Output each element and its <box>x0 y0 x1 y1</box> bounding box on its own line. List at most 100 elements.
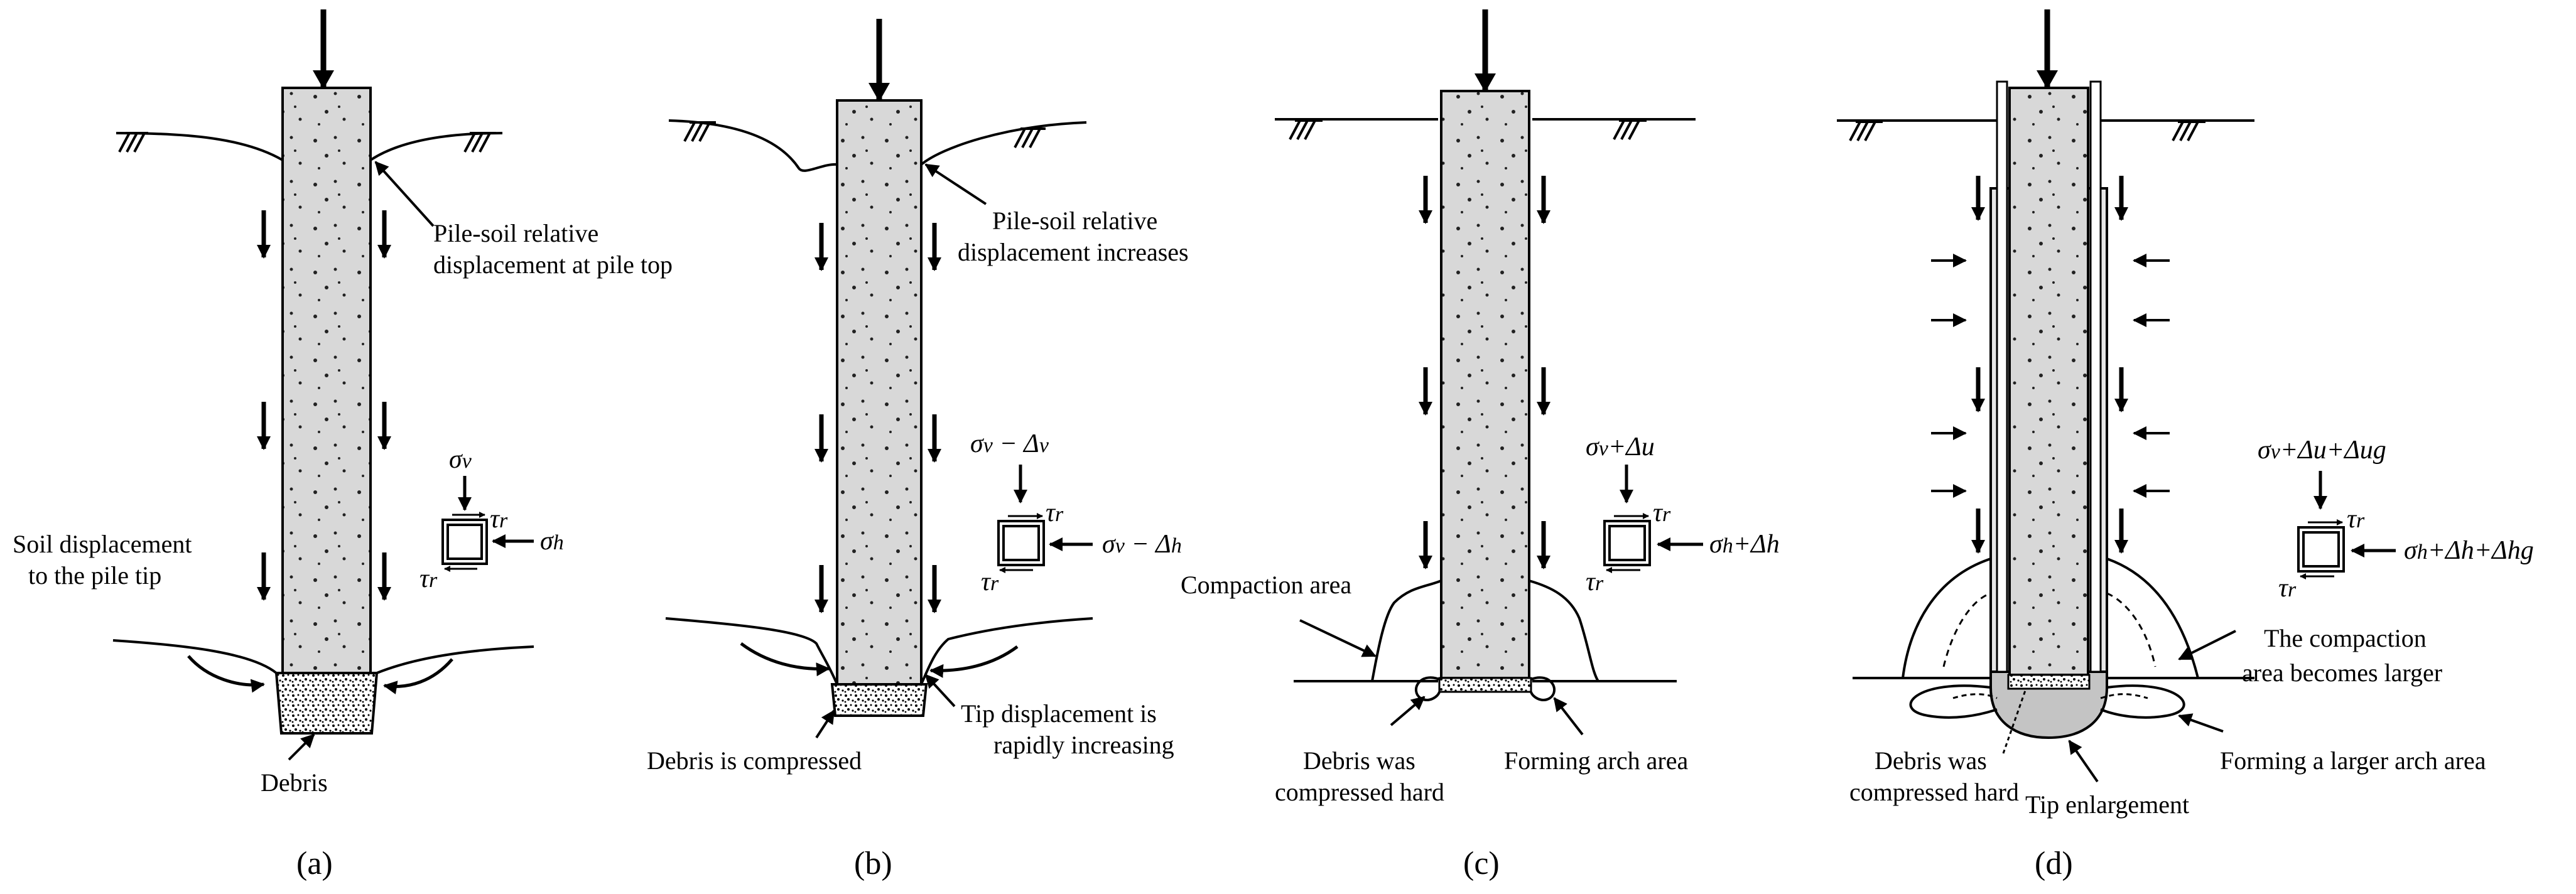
lateral-pressure-arrows-left <box>1931 254 1967 498</box>
tau-r-subscript: r <box>1055 503 1064 526</box>
caption-d: (d) <box>2035 846 2073 881</box>
label-tip: Tip enlargement <box>2025 790 2189 819</box>
soil-surface-bottom-right <box>920 617 1093 685</box>
label-tip-line1: Tip displacement is <box>961 699 1157 728</box>
sigma-h-symbol: σ <box>540 527 555 556</box>
svg-text:σv+Δu+Δug: σv+Δu+Δug <box>2258 436 2386 465</box>
svg-text:τr: τr <box>2278 574 2297 603</box>
pile <box>836 99 923 686</box>
label-debris: Debris <box>261 768 328 797</box>
ground-hatch-left <box>683 121 716 142</box>
tau-r-subscript-lower: r <box>1595 572 1604 595</box>
tau-r-symbol-lower: τ <box>981 568 992 596</box>
caption-c: (c) <box>1463 846 1500 881</box>
tau-r-subscript-lower: r <box>990 572 999 595</box>
tau-r-symbol-lower: τ <box>1586 568 1596 596</box>
svg-text:σh: σh <box>540 527 564 556</box>
label-compaction-line1: The compaction <box>2264 624 2427 652</box>
sigma-v-subscript: v <box>1599 437 1609 460</box>
sigma-v-subscript: v <box>2271 440 2281 463</box>
tau-r-symbol: τ <box>1653 498 1664 527</box>
sigma-v-increment: +Δu+Δug <box>2280 436 2386 465</box>
sigma-v-increment: − Δ <box>993 429 1039 458</box>
stress-square-outer <box>2297 526 2345 573</box>
lateral-pressure-arrows-right <box>2133 254 2170 498</box>
panel-d: The compaction area becomes larger Formi… <box>1837 9 2534 881</box>
stress-square-inner <box>1608 525 1646 561</box>
soil-flow-arrow-left <box>187 655 265 693</box>
label-debris-leader <box>2002 690 2027 754</box>
label-debris-leader <box>815 709 835 739</box>
label-compaction-leader <box>2178 630 2236 660</box>
stress-square-inner <box>2302 531 2340 568</box>
label-soil-line1: Soil displacement <box>13 530 192 558</box>
svg-text:σh+Δh: σh+Δh <box>1709 530 1780 559</box>
tau-r-symbol: τ <box>490 505 501 534</box>
label-compaction-leader <box>1299 619 1377 657</box>
svg-text:τr: τr <box>1046 498 1064 527</box>
svg-text:τr: τr <box>1653 498 1671 527</box>
stress-element: σv+Δu+Δug τr τr σh+Δh+Δhg <box>2258 436 2534 603</box>
soil-flow-arrow-right <box>383 658 453 694</box>
pile <box>2008 87 2089 676</box>
sigma-h-symbol: σ <box>1102 530 1117 559</box>
label-tip-leader <box>924 674 956 708</box>
label-debris-line2: compressed hard <box>1275 778 1444 806</box>
ground-hatch-left <box>118 132 148 153</box>
stress-square-outer <box>441 519 488 565</box>
tau-r-symbol: τ <box>2347 505 2357 534</box>
label-top-line1: Pile-soil relative <box>433 219 598 247</box>
label-debris-line2: compressed hard <box>1849 778 2019 806</box>
stress-square-inner <box>446 524 483 560</box>
arch-area-right <box>1530 676 1556 701</box>
ground-hatch-left <box>1289 119 1323 140</box>
tau-r-symbol: τ <box>1046 498 1056 527</box>
sigma-v-symbol: σ <box>1586 433 1600 461</box>
sigma-v-increment-sub: v <box>1039 434 1049 457</box>
tau-r-symbol-lower: τ <box>419 564 430 593</box>
label-top-leader <box>374 161 435 227</box>
compaction-area <box>1371 579 1599 682</box>
sigma-h-subscript: h <box>1723 534 1733 557</box>
sigma-h-increment-sub: h <box>1171 534 1182 557</box>
ground-hatch-right <box>2172 121 2205 141</box>
label-debris-line1: Debris was <box>1303 746 1415 775</box>
sigma-v-increment: +Δu <box>1608 433 1655 461</box>
pile <box>1440 90 1530 679</box>
soil-flow-arrow-right <box>929 645 1019 678</box>
arch-area-inner-dashed <box>1952 693 2148 699</box>
caption-a: (a) <box>296 846 333 881</box>
tau-r-subscript: r <box>2356 509 2365 532</box>
label-arch: Forming a larger arch area <box>2220 746 2486 775</box>
sigma-h-subscript: v <box>1115 534 1125 557</box>
label-debris-line1: Debris was <box>1875 746 1987 775</box>
sigma-v-symbol: σ <box>970 429 985 458</box>
svg-text:σv − Δh: σv − Δh <box>1102 530 1182 559</box>
ground-hatch-right <box>463 132 496 153</box>
casing-outer-right <box>2089 80 2102 673</box>
arch-area-left <box>1909 684 1998 719</box>
sigma-h-symbol: σ <box>2404 536 2418 565</box>
sigma-v-subscript: v <box>462 450 472 473</box>
ground-surface-right <box>920 121 1087 166</box>
label-top-line2: displacement at pile top <box>433 250 673 279</box>
label-compaction-line2: area becomes larger <box>2242 659 2442 687</box>
stress-element: σv − Δv τr τr σv − Δh <box>970 429 1182 596</box>
ground-hatch-right <box>1014 127 1046 148</box>
sigma-h-increment: − Δ <box>1125 530 1171 559</box>
compaction-area-inner <box>1942 592 2157 667</box>
svg-text:τr: τr <box>1586 568 1604 596</box>
sigma-h-increment: +Δh <box>1733 530 1780 559</box>
panel-c: Compaction area Debris was compressed ha… <box>1181 9 1780 881</box>
sigma-v-symbol: σ <box>2258 436 2272 465</box>
svg-text:τr: τr <box>419 564 438 593</box>
label-soil-line2: to the pile tip <box>28 561 161 590</box>
label-debris-leader <box>1390 696 1426 726</box>
tau-r-subscript: r <box>499 509 508 532</box>
svg-text:σv: σv <box>449 445 472 474</box>
svg-text:σh+Δh+Δhg: σh+Δh+Δhg <box>2404 536 2534 565</box>
debris-zone <box>274 672 379 735</box>
panel-b: Pile-soil relative displacement increase… <box>647 19 1189 881</box>
sigma-h-symbol: σ <box>1709 530 1724 559</box>
ground-hatch-left <box>1849 121 1883 141</box>
